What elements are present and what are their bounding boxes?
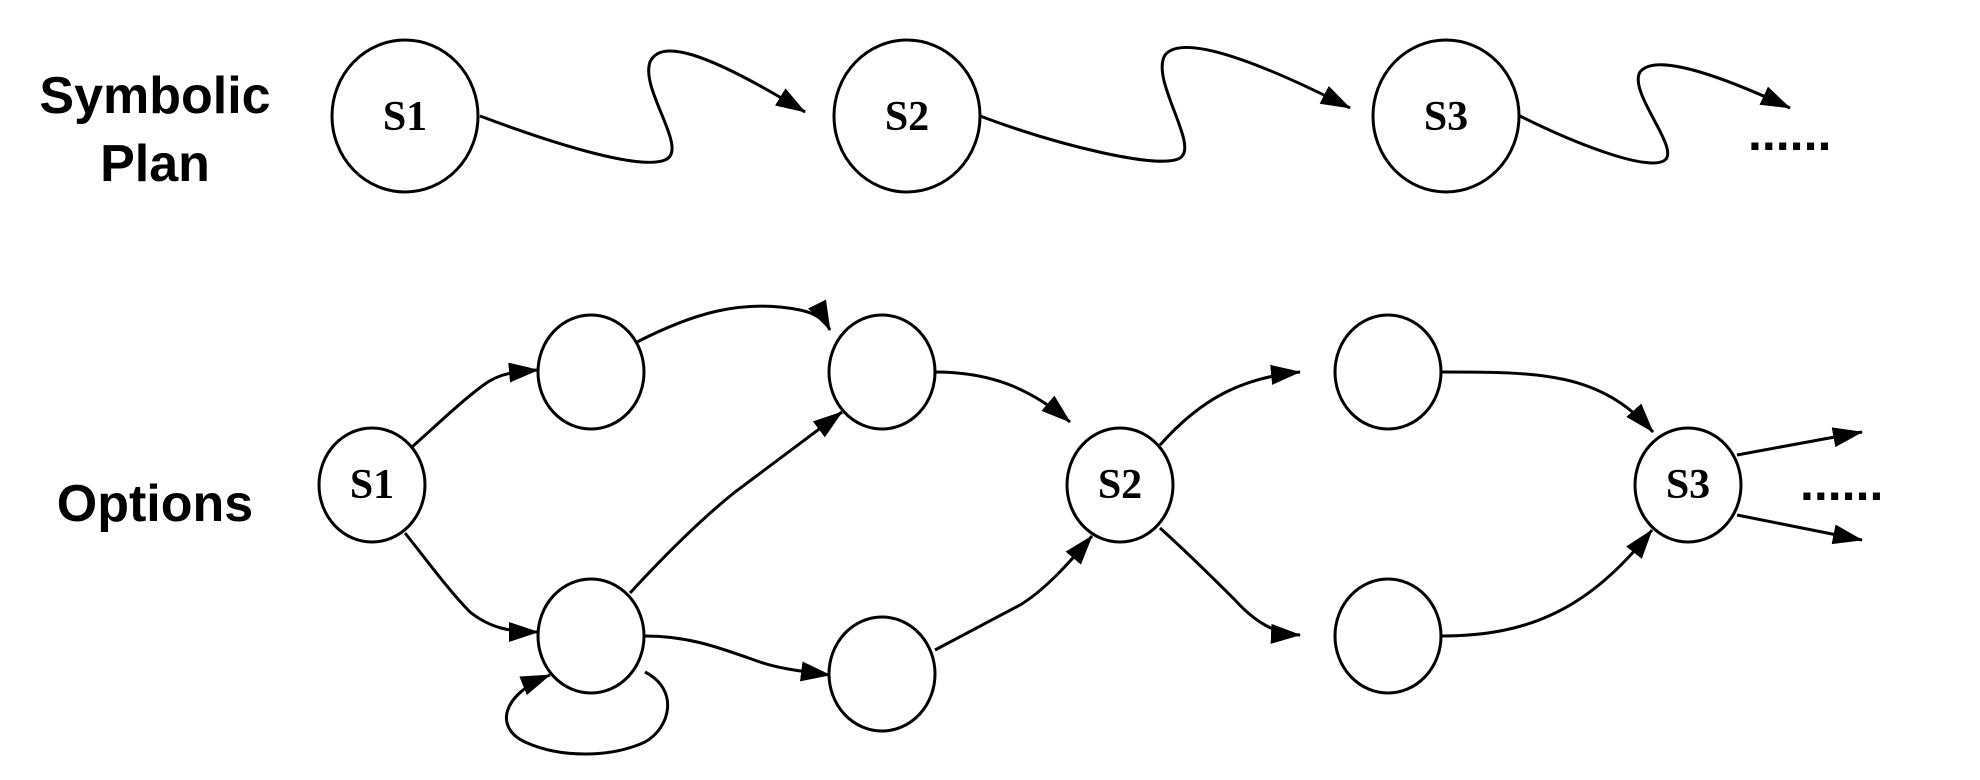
symbolic-plan-ellipsis: ...... [1748, 105, 1831, 161]
symbolic-node-s2-label: S2 [885, 94, 929, 140]
options-edge-a-b [636, 299, 832, 344]
symbolic-node-s1: S1 [330, 38, 480, 194]
options-ellipsis: ...... [1800, 455, 1883, 511]
options-edge-c-d [644, 634, 831, 682]
symbolic-node-s1-label: S1 [383, 94, 427, 140]
options-node-s2: S2 [1065, 426, 1175, 544]
options-node-f [1333, 577, 1443, 695]
options-edge-d-s2 [934, 535, 1094, 652]
options-node-s2-label: S2 [1098, 462, 1142, 508]
symbolic-edge-s1-s2 [479, 49, 806, 164]
options-node-d [827, 615, 937, 733]
options-edge-s3-out-upper [1736, 427, 1863, 457]
options-node-c [536, 577, 646, 695]
options-edge-s1-a [411, 362, 539, 449]
options-row: S1 S2 [317, 299, 1883, 756]
options-node-s1-label: S1 [350, 462, 394, 508]
options-edge-s3-out-lower [1736, 513, 1863, 545]
symbolic-node-s3-label: S3 [1424, 94, 1468, 140]
symbolic-edge-s3-next [1519, 63, 1791, 165]
row-label-symbolic-plan: Symbolic Plan [39, 67, 271, 193]
options-edge-s2-f [1158, 526, 1301, 644]
options-edge-s2-e [1158, 364, 1301, 446]
symbolic-plan-row: S1 S2 S3 ...... [330, 38, 1831, 194]
options-edge-c-b [628, 410, 843, 595]
options-node-s3-label: S3 [1666, 462, 1710, 508]
options-node-b [827, 313, 937, 431]
symbolic-edge-s2-s3 [979, 45, 1351, 163]
options-node-a [536, 313, 646, 431]
options-node-e [1333, 313, 1443, 431]
options-node-s1: S1 [317, 426, 427, 544]
options-edge-e-s3 [1441, 370, 1655, 433]
options-edge-c-self [505, 670, 670, 756]
options-edge-b-s2 [934, 370, 1071, 424]
options-node-s3: S3 [1633, 426, 1743, 544]
options-edge-f-s3 [1441, 529, 1654, 638]
symbolic-node-s3: S3 [1371, 38, 1521, 194]
row-label-options: Options [56, 475, 254, 533]
symbolic-node-s2: S2 [832, 38, 982, 194]
options-edge-s1-c [403, 532, 539, 642]
